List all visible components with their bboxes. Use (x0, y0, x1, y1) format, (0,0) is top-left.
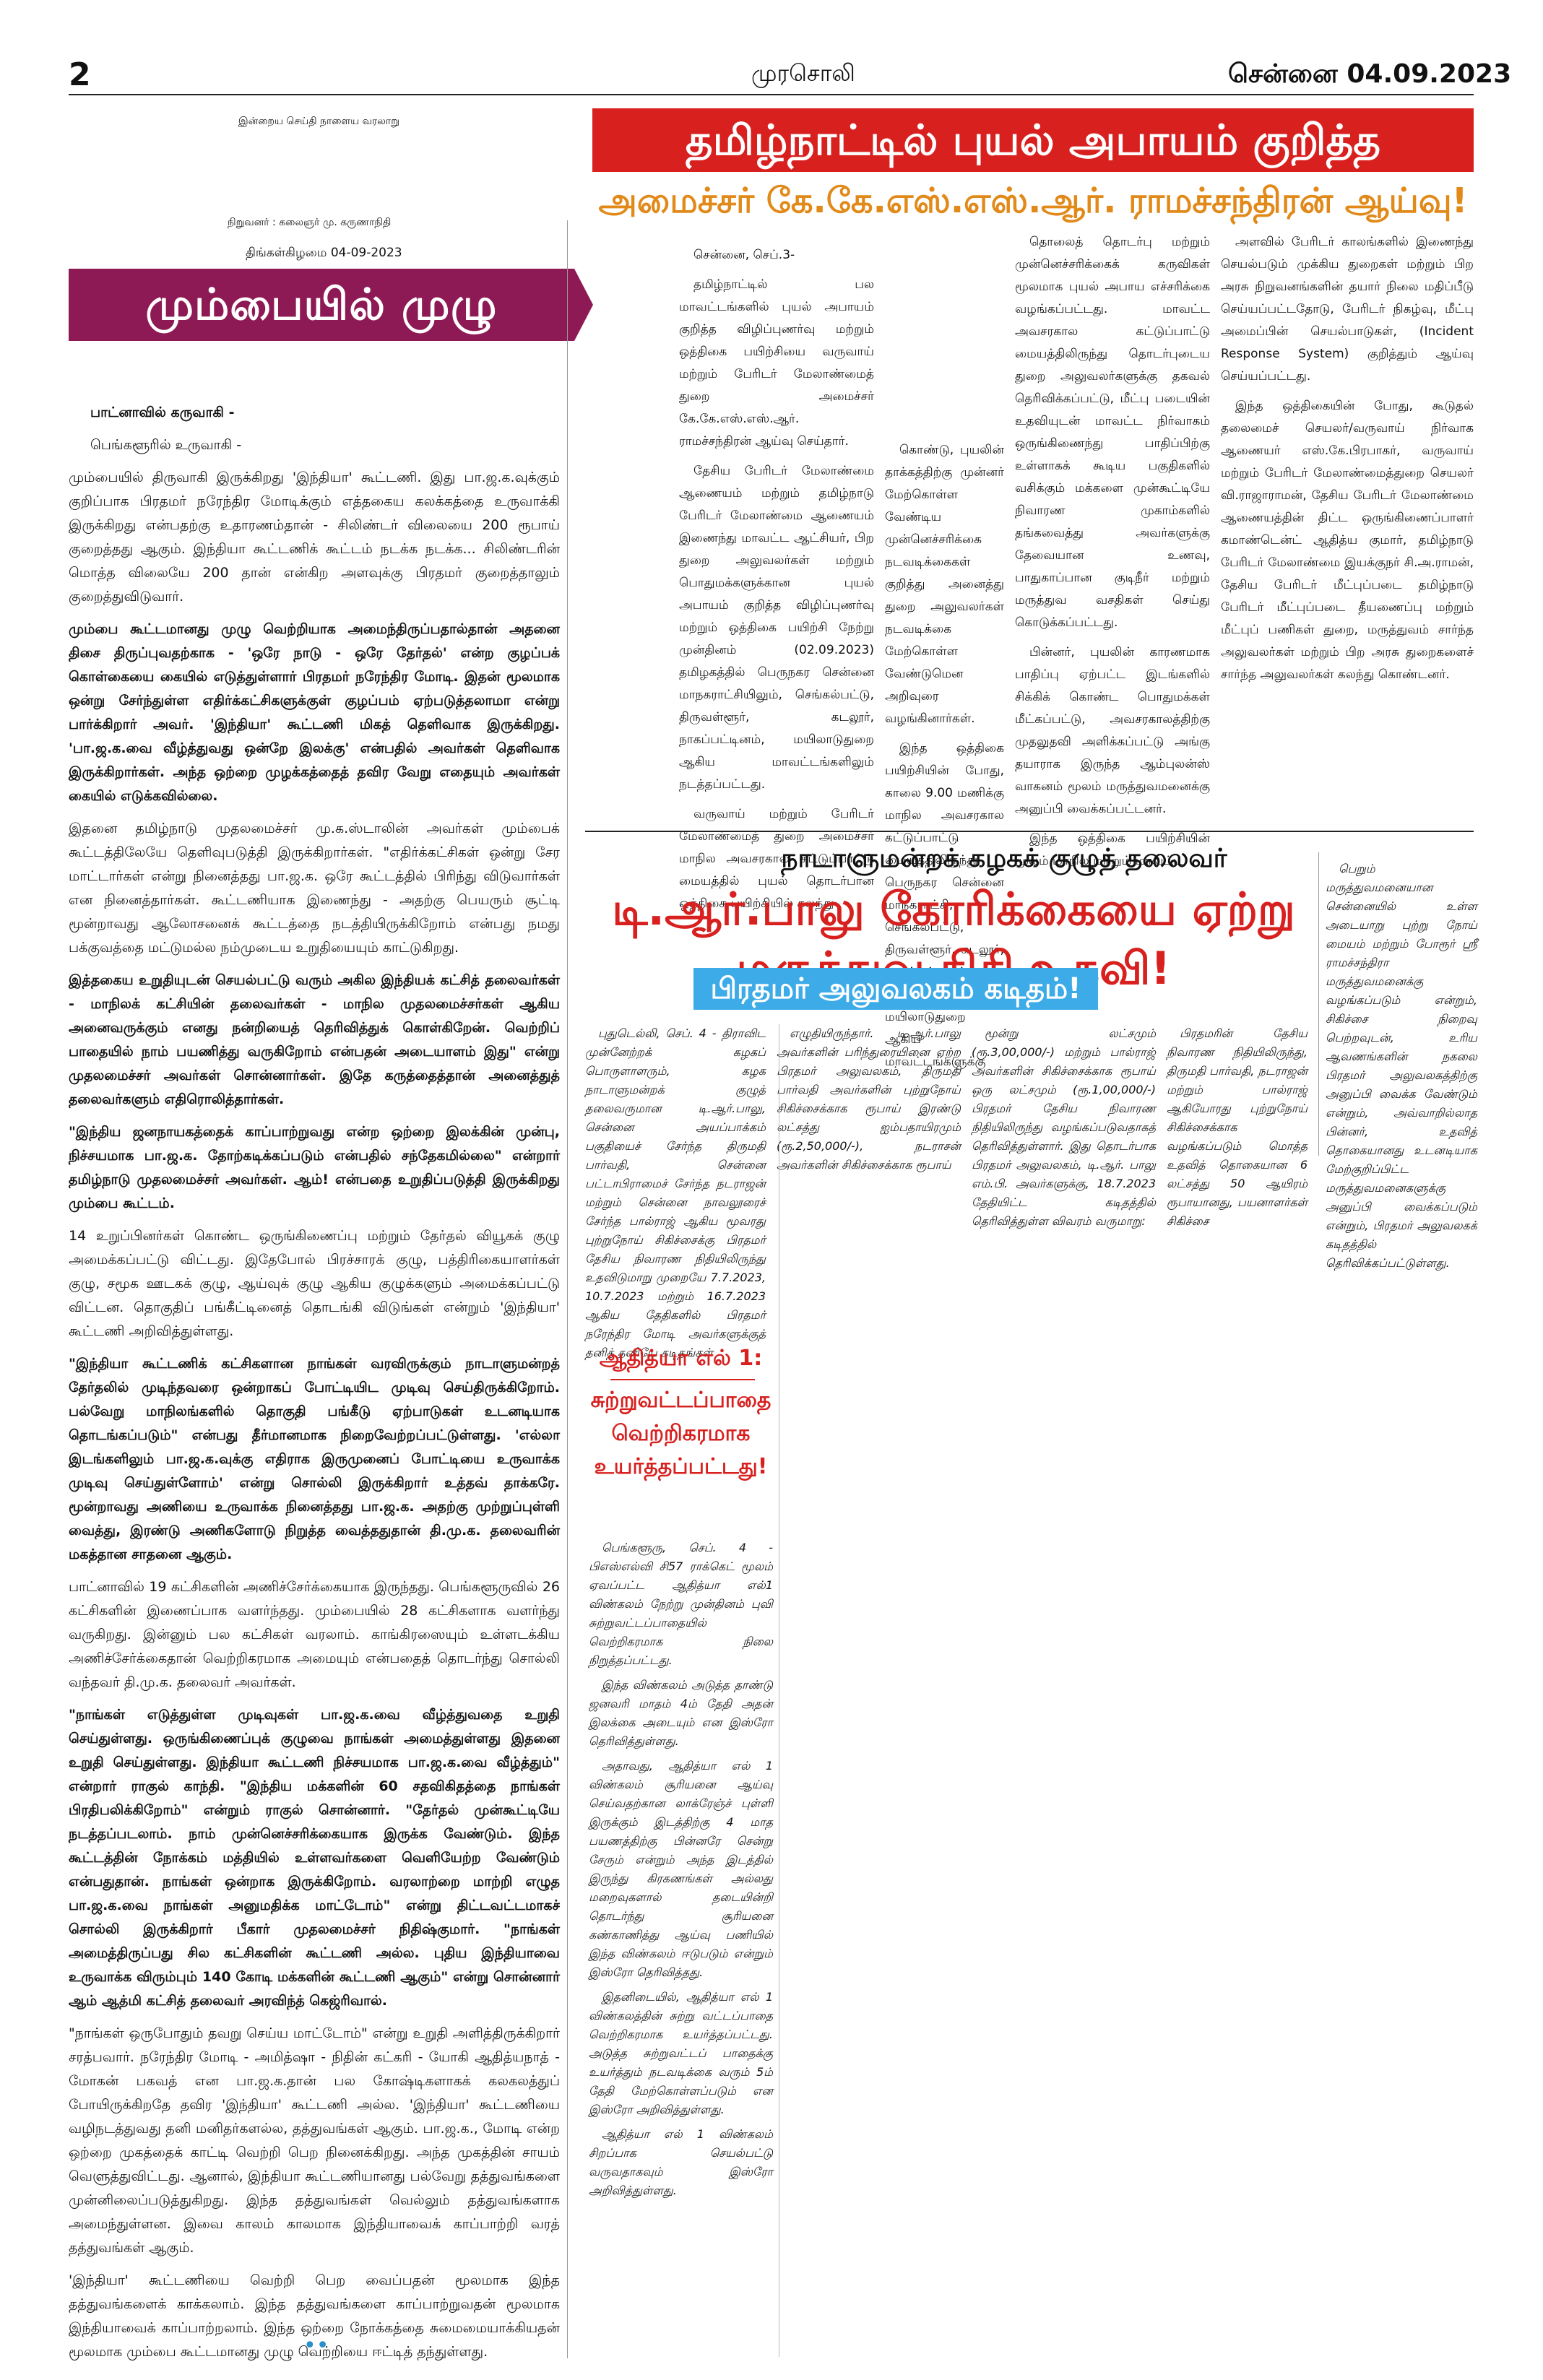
story-paragraph: அளவில் பேரிடர் காலங்களில் இணைந்து செயல்ப… (1221, 235, 1474, 384)
editorial-paragraph: "நாங்கள் ஒருபோதும் தவறு செய்ய மாட்டோம்" … (69, 2025, 560, 2256)
editorial-paragraph: மும்பையில் திருவாகி இருக்கிறது 'இந்தியா'… (69, 469, 560, 605)
story-paragraph: கொண்டு, புயலின் தாக்கத்திற்கு முன்னர் மே… (885, 443, 1004, 726)
story-paragraph: இந்த விண்கலம் அடுத்த தாண்டு ஜனவரி மாதம் … (589, 1678, 773, 1748)
editorial-paragraph: "இந்திய ஜனநாயகத்தைக் காப்பாற்றுவது என்ற … (69, 1124, 560, 1211)
story-paragraph: புதுடெல்லி, செப். 4 - திராவிட முன்னேற்றக… (585, 1026, 766, 1359)
top-story-headline: தமிழ்நாட்டில் புயல் அபாயம் குறித்த விழிப… (592, 108, 1474, 228)
top-story-col-2: கொண்டு, புயலின் தாக்கத்திற்கு முன்னர் மே… (885, 439, 1004, 1081)
top-story-subheadline: அமைச்சர் கே.கே.எஸ்.எஸ்.ஆர். ராமச்சந்திரன… (598, 181, 1468, 221)
story-paragraph: வருவாய் மற்றும் பேரிடர் மேலாண்மைத் துறை … (679, 807, 874, 911)
header-rule (69, 94, 1474, 95)
editorial-paragraph: பாட்னாவில் 19 கட்சிகளின் அணிச்சேர்க்கையா… (69, 1579, 560, 1690)
story-paragraph: பிரதமரின் தேசிய நிவாரண நிதியிலிருந்து, த… (1167, 1026, 1308, 1228)
edition-date: திங்கள்கிழமை 04-09-2023 (246, 246, 402, 260)
editorial-paragraph: 14 உறுப்பினர்கள் கொண்ட ஒருங்கிணைப்பு மற்… (69, 1228, 560, 1339)
editorial-paragraph: இதனை தமிழ்நாடு முதலமைச்சர் மு.க.ஸ்டாலின்… (69, 821, 560, 956)
dateline: சென்னை, செப்.3- (693, 248, 795, 262)
editorial-paragraph: "நாங்கள் எடுத்துள்ள முடிவுகள் பா.ஜ.க.வை … (69, 1707, 560, 2009)
page-number: 2 (69, 56, 91, 93)
top-story-col-3: தொலைத் தொடர்பு மற்றும் முன்னெச்சரிக்கைக்… (1015, 231, 1210, 880)
end-mark: •• (303, 2333, 329, 2358)
editorial-paragraph: இத்தகைய உறுதியுடன் செயல்பட்டு வரும் அகில… (69, 972, 560, 1107)
founder-line: நிறுவனர் : கலைஞர் மு. கருணாநிதி (228, 217, 392, 228)
second-story-col-4: பிரதமரின் தேசிய நிவாரண நிதியிலிருந்து, த… (1167, 1024, 1308, 1237)
story-paragraph: பெறும் மருத்துவமனையான சென்னையில் உள்ள அட… (1326, 862, 1477, 1270)
editorial-paragraph: 'இந்தியா' கூட்டணியை வெற்றி பெற வைப்பதன் … (69, 2272, 560, 2360)
story-paragraph: பெங்களூரு, செப். 4 - பிஎஸ்எல்வி சி57 ராக… (589, 1541, 773, 1667)
story-paragraph: ஆதித்யா எல் 1 விண்கலம் சிறப்பாக செயல்பட்… (589, 2127, 773, 2197)
second-story-col-2: எழுதியிருந்தார். டி.ஆர்.பாலு அவர்களின் ப… (777, 1024, 961, 1180)
aditya-subtitle: சுற்றுவட்டப்பாதை வெற்றிகரமாக உயர்த்தப்பட… (590, 1388, 772, 1479)
aditya-body: பெங்களூரு, செப். 4 - பிஎஸ்எல்வி சி57 ராக… (589, 1539, 773, 2206)
date-line: சென்னை 04.09.2023 (1228, 59, 1512, 89)
story-paragraph: எழுதியிருந்தார். டி.ஆர்.பாலு அவர்களின் ப… (777, 1026, 961, 1172)
top-story-col-4: அளவில் பேரிடர் காலங்களில் இணைந்து செயல்ப… (1221, 231, 1474, 693)
story-paragraph: தேசிய பேரிடர் மேலாண்மை ஆணையம் மற்றும் தம… (679, 464, 874, 792)
story-paragraph: தமிழ்நாட்டில் பல மாவட்டங்களில் புயல் அபா… (679, 277, 874, 449)
editorial-intro-2: பெங்களூரில் உருவாகி - (90, 437, 242, 453)
story-paragraph: மூன்று லட்சமும் (ரூ.3,00,000/-) மற்றும் … (972, 1026, 1156, 1228)
story-paragraph: இந்த ஒத்திகை பயிற்சியின் மூலம் மாநில மற்… (1015, 831, 1210, 868)
second-story-subheadline: பிரதமர் அலுவலகம் கடிதம்! (693, 968, 1098, 1010)
editorial-title: மும்பையில் முழு வெற்றி! (69, 269, 593, 402)
story-paragraph: இதனிடையில், ஆதித்யா எல் 1 விண்கலத்தின் ச… (589, 1990, 773, 2116)
top-story-col-1: சென்னை, செப்.3- தமிழ்நாட்டில் பல மாவட்டங… (679, 244, 874, 922)
aditya-title: ஆதித்யா எல் 1: (599, 1346, 763, 1371)
story-paragraph: இந்த ஒத்திகை பயிற்சியின் போது, காலை 9.00… (885, 741, 1004, 1069)
column-divider (1318, 852, 1319, 1156)
story-paragraph: இந்த ஒத்திகையின் போது, கூடுதல் தலைமைச் ச… (1221, 399, 1474, 682)
second-story-col-1: புதுடெல்லி, செப். 4 - திராவிட முன்னேற்றக… (585, 1024, 766, 1368)
editorial-paragraph: மும்பை கூட்டமானது முழு வெற்றியாக அமைந்தி… (69, 621, 560, 804)
story-paragraph: தொலைத் தொடர்பு மற்றும் முன்னெச்சரிக்கைக்… (1015, 235, 1210, 630)
story-paragraph: அதாவது, ஆதித்யா எல் 1 விண்கலம் சூரியனை ஆ… (589, 1759, 773, 1979)
column-divider (567, 220, 568, 2358)
editorial-intro-1: பாட்னாவில் கருவாகி - (90, 404, 235, 420)
story-paragraph: பின்னர், புயலின் காரணமாக பாதிப்பு ஏற்பட்… (1015, 645, 1210, 816)
section-rule (585, 831, 1474, 832)
tagline: இன்றைய செய்தி நாளைய வரலாறு (238, 116, 399, 127)
editorial-paragraph: "இந்தியா கூட்டணிக் கட்சிகளான நாங்கள் வரவ… (69, 1356, 560, 1562)
second-story-col-3: மூன்று லட்சமும் (ரூ.3,00,000/-) மற்றும் … (972, 1024, 1156, 1237)
aditya-title-rule (610, 1379, 755, 1380)
paper-name: முரசொலி (751, 59, 855, 87)
editorial-body: பாட்னாவில் கருவாகி - பெங்களூரில் உருவாகி… (69, 401, 560, 2373)
second-story-kicker: நாடாளுமன்றக் கழகக் குழுத் தலைவர் (781, 844, 1227, 873)
second-story-col-5: பெறும் மருத்துவமனையான சென்னையில் உள்ள அட… (1326, 860, 1477, 1278)
